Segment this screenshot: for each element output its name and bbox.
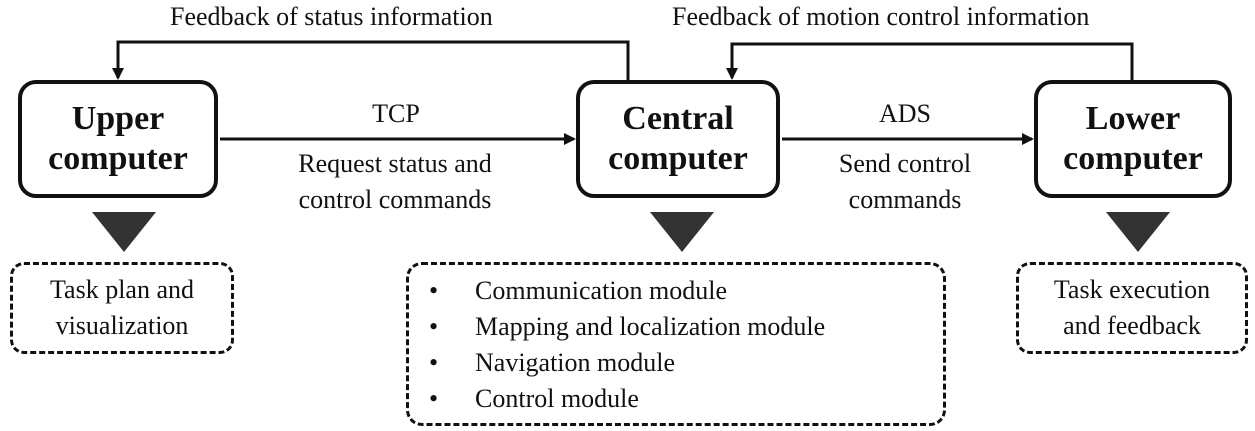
module-item: • Control module (429, 381, 943, 417)
lower-note-line2: and feedback (1063, 311, 1201, 340)
bullet-glyph: • (429, 348, 439, 377)
tcp-description-line2: control commands (298, 185, 492, 214)
lower-computer-label-line1: Lower (1085, 100, 1181, 137)
ads-description-line2: commands (848, 185, 962, 214)
module-item-label: Control module (475, 384, 639, 413)
ads-description-label: Send control commands (810, 146, 1000, 218)
upper-computer-note: Task plan and visualization (10, 262, 234, 354)
module-item: • Communication module (429, 273, 943, 309)
central-computer-label-line2: computer (608, 140, 748, 177)
module-item-label: Navigation module (475, 348, 676, 377)
status-feedback-arrow (112, 40, 630, 80)
module-item-label: Communication module (475, 276, 728, 305)
central-pointer-triangle (650, 212, 714, 252)
status-feedback-label: Feedback of status information (170, 2, 493, 31)
upper-computer-label-line1: Upper (71, 100, 165, 137)
module-item-label: Mapping and localization module (475, 312, 826, 341)
upper-computer-node: Upper computer (18, 80, 218, 198)
upper-pointer-triangle (92, 212, 156, 252)
motion-feedback-label: Feedback of motion control information (672, 2, 1090, 31)
lower-note-line1: Task execution (1053, 275, 1211, 304)
lower-pointer-triangle (1106, 212, 1170, 252)
central-computer-node: Central computer (576, 80, 780, 198)
lower-computer-node: Lower computer (1034, 80, 1232, 198)
bullet-glyph: • (429, 312, 439, 341)
motion-feedback-arrow (726, 42, 1134, 80)
central-modules-box: • Communication module • Mapping and loc… (406, 262, 946, 426)
module-item: • Navigation module (429, 345, 943, 381)
lower-computer-label-line2: computer (1063, 140, 1203, 177)
bullet-glyph: • (429, 384, 439, 413)
upper-note-line2: visualization (55, 311, 189, 340)
tcp-protocol-label: TCP (372, 99, 420, 128)
upper-note-line1: Task plan and (49, 275, 195, 304)
ads-protocol-label: ADS (878, 99, 931, 128)
tcp-description-label: Request status and control commands (260, 146, 530, 218)
ads-description-line1: Send control (838, 149, 972, 178)
central-computer-label-line1: Central (622, 100, 734, 137)
module-item: • Mapping and localization module (429, 309, 943, 345)
central-modules-list: • Communication module • Mapping and loc… (429, 273, 943, 417)
tcp-description-line1: Request status and (298, 149, 492, 178)
upper-computer-label-line2: computer (48, 140, 188, 177)
lower-computer-note: Task execution and feedback (1016, 262, 1248, 354)
bullet-glyph: • (429, 276, 439, 305)
